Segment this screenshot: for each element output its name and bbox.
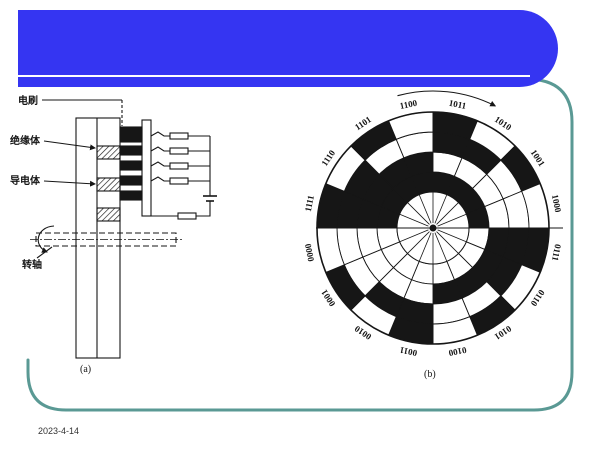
frame-outline: [26, 77, 574, 412]
brush: [119, 190, 143, 201]
resistor: [169, 147, 189, 155]
conductor-label: 导电体: [10, 174, 41, 187]
brush-encoder-diagram: 电刷 绝缘体 导电体 转轴 (a): [10, 94, 217, 375]
brush: [119, 160, 143, 171]
resistor: [169, 177, 189, 185]
code-disk: [316, 111, 550, 345]
code-label: 1000: [550, 194, 563, 214]
brush: [119, 175, 143, 186]
resistor: [169, 132, 189, 140]
hub-spoke: [399, 229, 429, 243]
hub-spoke: [407, 231, 430, 254]
brush-label: 电刷: [18, 94, 38, 107]
hub-spoke: [399, 213, 429, 227]
brush: [119, 126, 143, 143]
code-label: 1110: [319, 148, 337, 168]
code-label: 1011: [448, 98, 468, 111]
hub-spoke: [436, 202, 459, 225]
code-label: 0111: [550, 243, 563, 262]
title-bar: [18, 10, 558, 87]
conductor-leader: [43, 180, 96, 187]
resistor: [169, 162, 189, 170]
hub-spoke: [437, 229, 467, 243]
code-plate: [75, 117, 121, 359]
resistor: [177, 212, 197, 220]
brush-wire: [150, 146, 210, 152]
shaft-label: 转轴: [22, 258, 42, 271]
hub-spoke: [418, 194, 432, 224]
title-underline: [18, 75, 530, 77]
hub-spoke: [407, 202, 430, 225]
insulator-label: 绝缘体: [10, 134, 41, 147]
code-label: 0100: [447, 345, 467, 358]
shaft-rotation-arrow: [37, 225, 55, 253]
figure-b-caption: (b): [424, 369, 436, 380]
code-label: 0000: [303, 242, 316, 262]
hub-spoke: [434, 232, 448, 262]
shaft-leader: [36, 246, 53, 259]
brush-wire: [150, 176, 210, 182]
conductor-segment: [96, 177, 121, 192]
disk-rotation-arrow: [397, 90, 497, 107]
brush-holder: [141, 119, 152, 217]
hub-spoke: [418, 232, 432, 262]
hub-spoke: [437, 213, 467, 227]
figure-a-caption: (a): [80, 364, 91, 375]
return-wire: [151, 201, 211, 217]
brush: [119, 145, 143, 156]
code-disk-figure: 0111011001010100001100100001000011111110…: [303, 90, 563, 380]
conductor-segment: [96, 207, 121, 222]
brush-wire: [150, 131, 210, 137]
code-label: 1100: [399, 98, 419, 111]
brush-wire: [150, 161, 210, 167]
hub-spoke: [434, 194, 448, 224]
code-label: 1111: [303, 194, 316, 213]
code-label: 0011: [398, 345, 418, 358]
insulator-leader: [43, 140, 96, 151]
conductor-segment: [96, 145, 121, 160]
slide-date: 2023-4-14: [38, 426, 80, 436]
hub-spoke: [436, 231, 459, 254]
